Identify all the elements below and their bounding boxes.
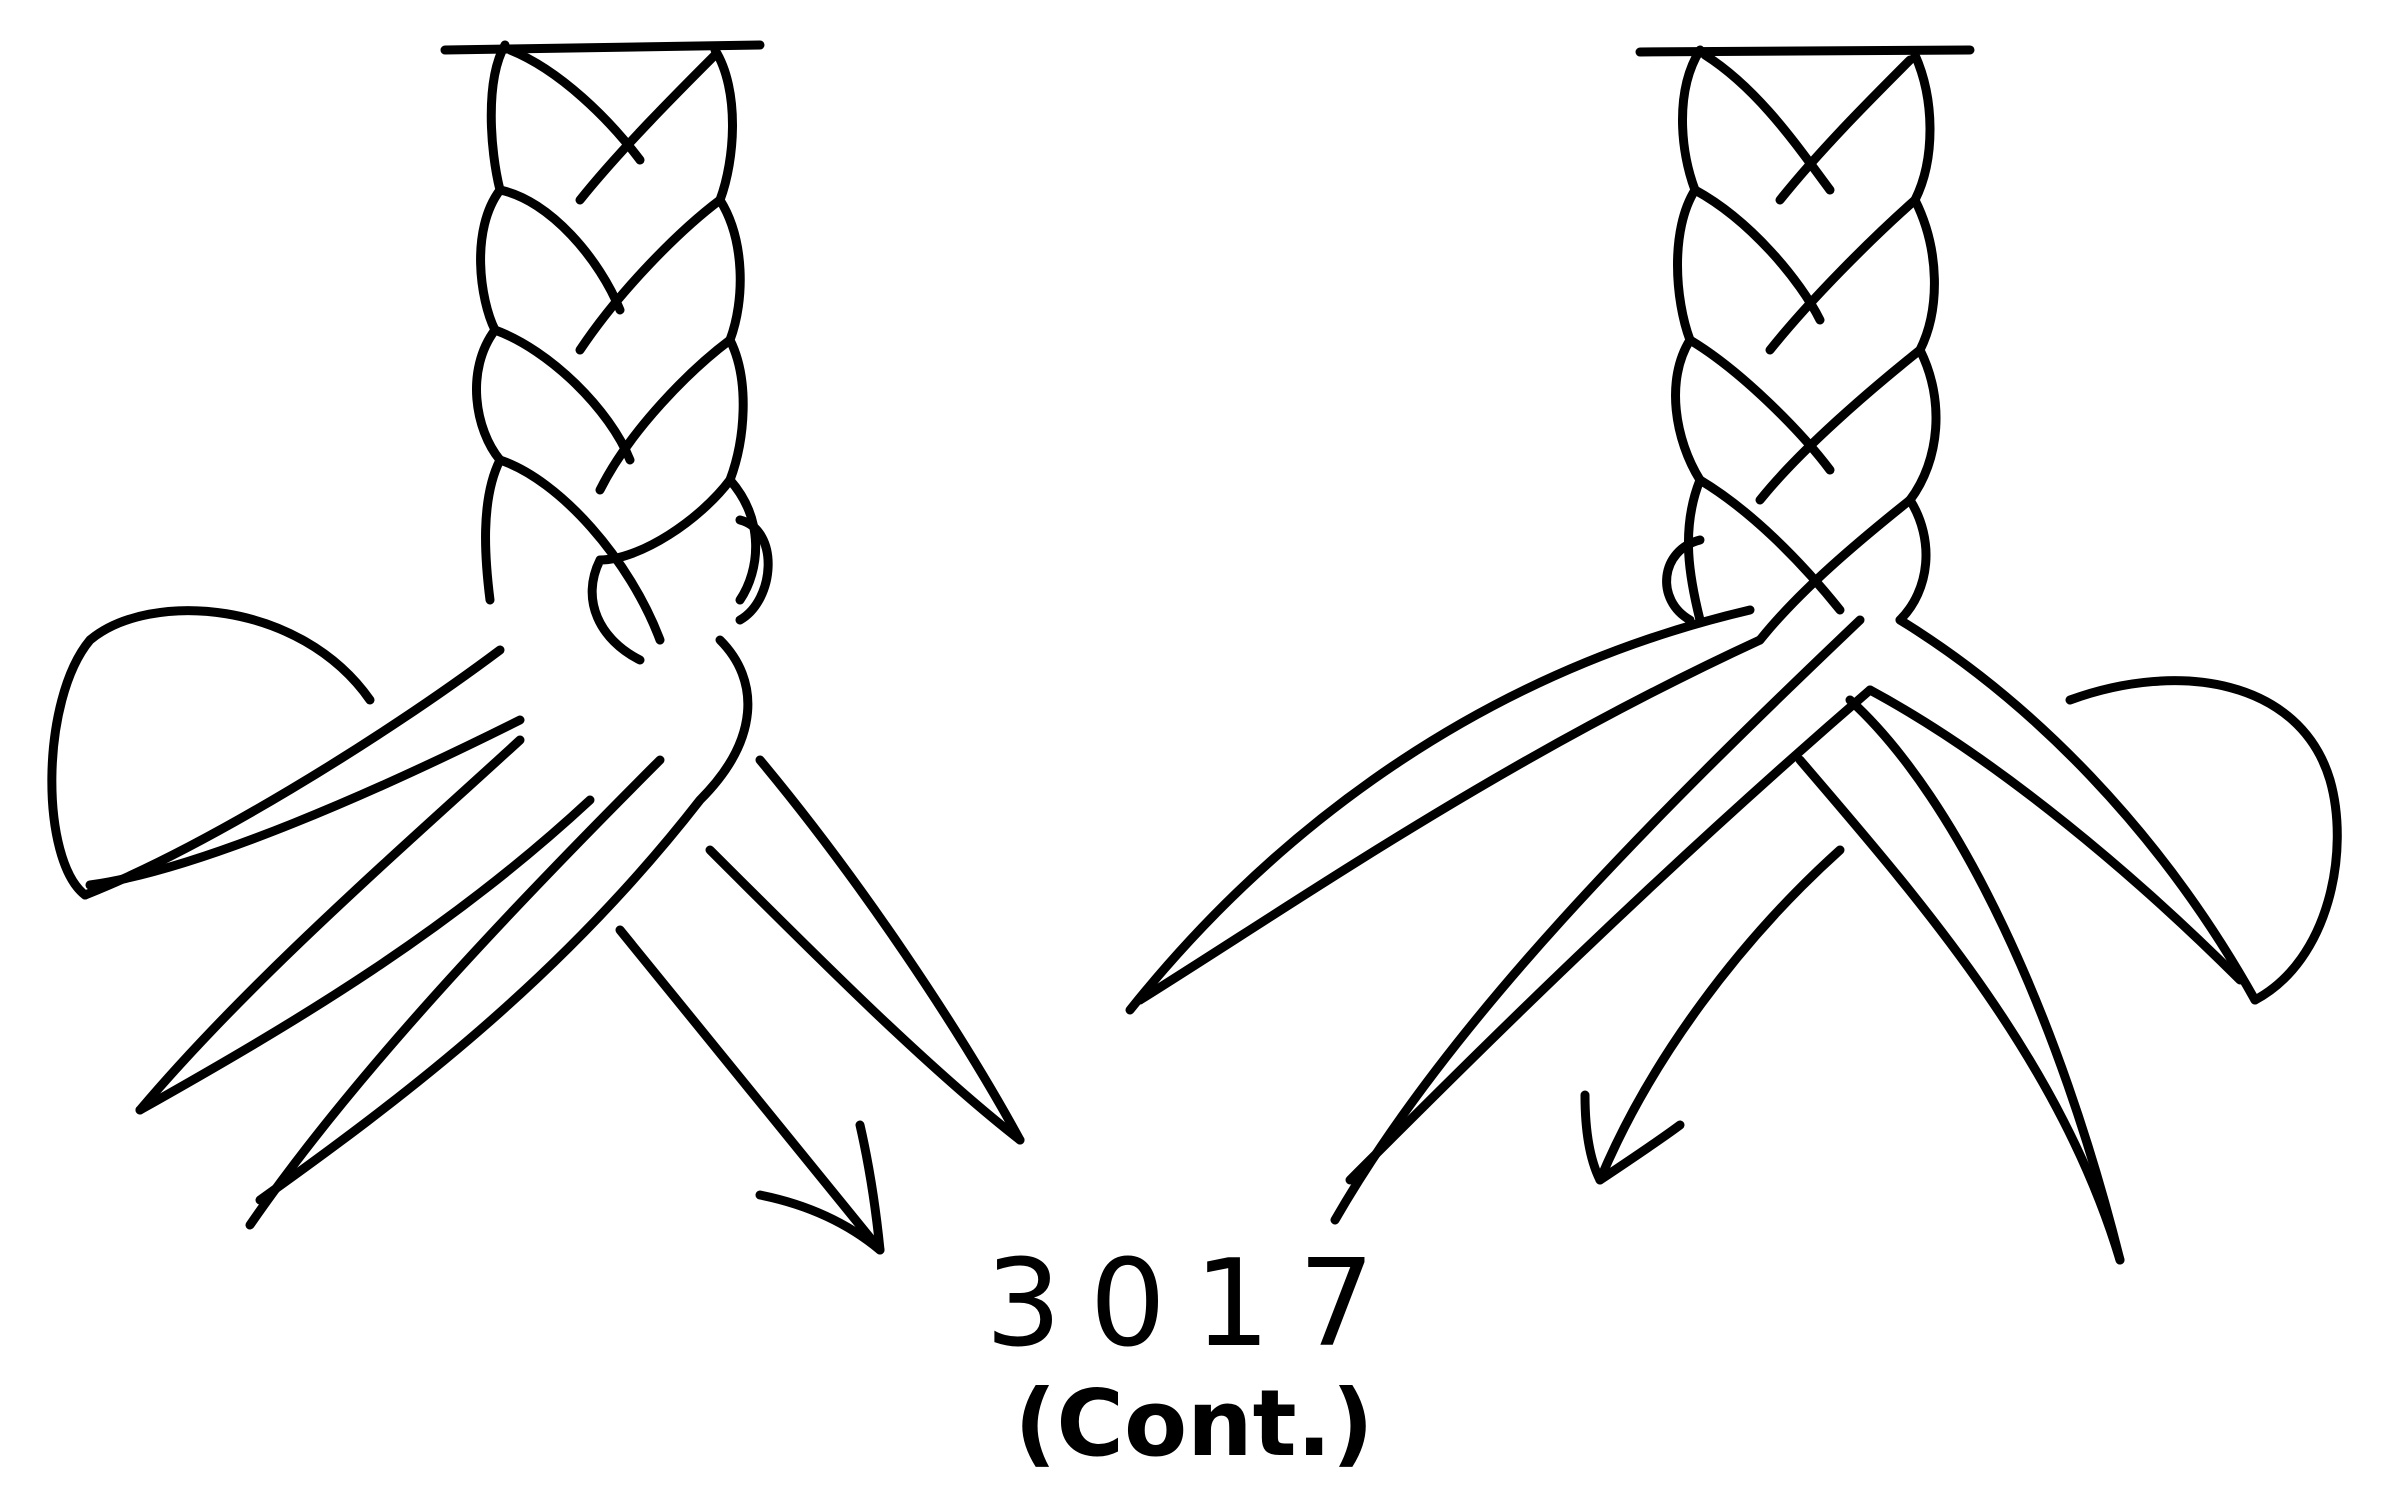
right-braid-strand [1780,60,1910,200]
left-lower-strand [140,800,590,1110]
left-arrow-head [760,1125,880,1250]
left-braid-outline-right [715,50,756,600]
right-braid-strand [1700,480,1840,610]
left-fan-strand [85,650,500,895]
right-fan-loop [2070,681,2337,1000]
right-fan-strand [1870,690,2240,980]
left-right-strand [760,760,1020,1140]
right-lower-strand [1335,620,1860,1220]
left-braid-strand [580,55,715,200]
figure-number: 3017 [0,1235,2388,1374]
right-braid-figure [1130,50,2337,1260]
right-braid-strand [1760,350,1920,500]
left-braid-outline-left [476,45,505,600]
left-lower-strand [250,760,660,1225]
right-braid-strand [1760,500,1910,640]
right-braid-outline-right [1900,55,1936,620]
left-braid-strand [500,190,620,310]
figure-subtitle: (Cont.) [0,1370,2388,1477]
right-left-strand [1140,640,1760,1000]
left-braid-strand [600,340,730,490]
right-braid-outline-left [1676,50,1700,620]
right-braid-strand [1695,190,1820,320]
left-lower-strand [140,740,520,1110]
right-top-bar [1640,50,1970,52]
left-braid-figure [52,45,1020,1250]
right-lower-strand [1350,690,1870,1180]
left-braid-strand [495,330,630,460]
left-braid-strand [510,50,640,160]
right-lower-strand [1850,700,2120,1260]
